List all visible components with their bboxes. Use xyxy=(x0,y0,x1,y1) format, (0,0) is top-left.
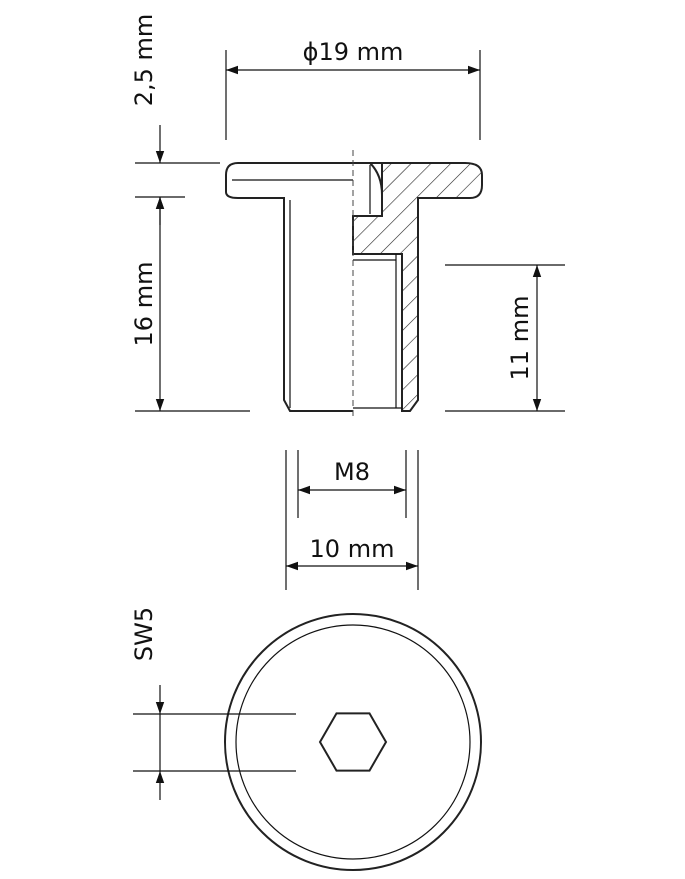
shank-width-label: 10 mm xyxy=(310,535,395,563)
head-inner-circle xyxy=(235,624,471,860)
body-length-label: 16 mm xyxy=(130,262,158,347)
hex-socket xyxy=(318,712,388,772)
top-view xyxy=(224,613,482,871)
section-view xyxy=(225,150,483,420)
thread-depth-dimension: 11 mm xyxy=(445,264,565,412)
diameter-label: ϕ19 mm xyxy=(303,38,404,66)
left-dimensions: 2,5 mm 16 mm xyxy=(130,14,250,412)
thread-depth-label: 11 mm xyxy=(506,296,534,381)
hex-socket-label: SW5 xyxy=(130,607,158,661)
socket-recess xyxy=(353,162,383,216)
left-half-outline xyxy=(225,162,353,412)
hex-dimension: SW5 xyxy=(130,607,296,800)
thread-dimension: M8 xyxy=(297,450,407,518)
shank-dimension: 10 mm xyxy=(285,450,419,590)
diameter-dimension: ϕ19 mm xyxy=(225,38,481,140)
thread-label: M8 xyxy=(334,458,370,486)
flange-thickness-label: 2,5 mm xyxy=(130,14,158,107)
head-outer-circle xyxy=(224,613,482,871)
section-hatched xyxy=(352,162,483,412)
